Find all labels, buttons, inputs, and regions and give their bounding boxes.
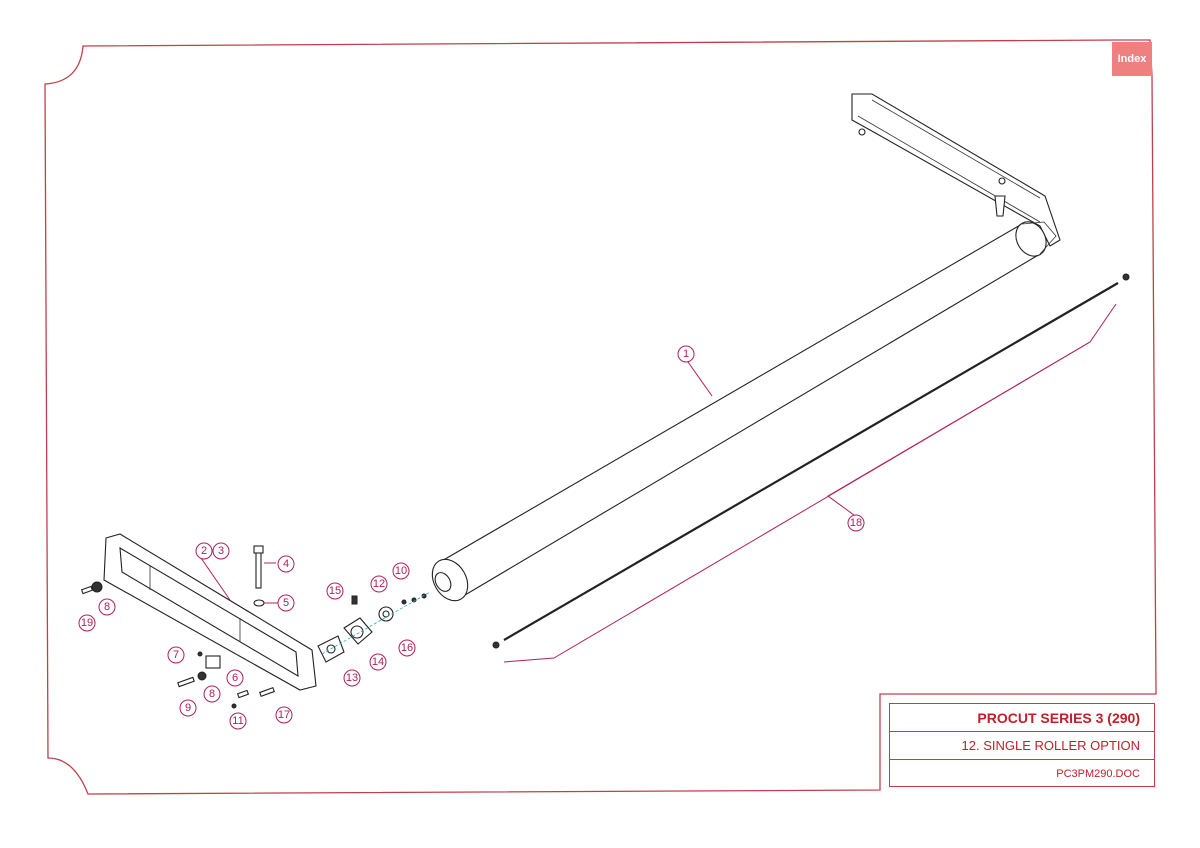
svg-text:10: 10 bbox=[395, 565, 407, 577]
callout-8a: 8 bbox=[98, 598, 116, 616]
svg-text:1: 1 bbox=[683, 348, 689, 360]
svg-text:9: 9 bbox=[185, 702, 191, 714]
callout-14: 14 bbox=[369, 653, 387, 671]
callout-9: 9 bbox=[179, 699, 197, 717]
leader-lines bbox=[200, 303, 1117, 663]
svg-text:8: 8 bbox=[209, 688, 215, 700]
svg-text:13: 13 bbox=[346, 672, 358, 684]
svg-text:17: 17 bbox=[278, 709, 290, 721]
title-block: PROCUT SERIES 3 (290) 12. SINGLE ROLLER … bbox=[889, 703, 1155, 787]
svg-text:7: 7 bbox=[173, 649, 179, 661]
svg-text:8: 8 bbox=[104, 601, 110, 613]
roller bbox=[431, 221, 1057, 602]
svg-text:15: 15 bbox=[329, 585, 341, 597]
svg-text:12: 12 bbox=[373, 578, 385, 590]
callout-2: 2 bbox=[195, 542, 213, 560]
svg-text:5: 5 bbox=[283, 597, 289, 609]
svg-text:14: 14 bbox=[372, 656, 384, 668]
callout-19: 19 bbox=[78, 614, 96, 632]
callout-17: 17 bbox=[275, 706, 293, 724]
callout-11: 11 bbox=[229, 712, 247, 730]
callout-13: 13 bbox=[343, 669, 361, 687]
drawing-border bbox=[44, 39, 1157, 795]
callout-3: 3 bbox=[212, 542, 230, 560]
callout-1: 1 bbox=[677, 345, 695, 363]
callout-10: 10 bbox=[392, 562, 410, 580]
svg-text:4: 4 bbox=[283, 558, 289, 570]
callout-12: 12 bbox=[370, 575, 388, 593]
callout-15: 15 bbox=[326, 582, 344, 600]
callout-7: 7 bbox=[167, 646, 185, 664]
drawing-title: PROCUT SERIES 3 (290) bbox=[890, 704, 1154, 732]
svg-text:19: 19 bbox=[81, 617, 93, 629]
end-plate bbox=[103, 533, 317, 691]
callout-16: 16 bbox=[398, 639, 416, 657]
bolt-part-4 bbox=[253, 545, 264, 589]
svg-text:6: 6 bbox=[232, 672, 238, 684]
drawing-subtitle: 12. SINGLE ROLLER OPTION bbox=[890, 732, 1154, 760]
callout-4: 4 bbox=[277, 555, 295, 573]
index-button[interactable]: Index bbox=[1112, 42, 1152, 76]
tie-rod bbox=[492, 273, 1130, 649]
bearing-assembly bbox=[317, 591, 431, 663]
callout-18: 18 bbox=[847, 514, 865, 532]
side-bracket bbox=[851, 93, 1061, 247]
svg-text:16: 16 bbox=[401, 642, 413, 654]
hardware-small bbox=[80, 581, 275, 709]
svg-text:11: 11 bbox=[232, 715, 243, 727]
svg-text:3: 3 bbox=[218, 545, 224, 557]
callout-8b: 8 bbox=[203, 685, 221, 703]
document-reference: PC3PM290.DOC bbox=[1056, 768, 1140, 780]
washer-part-5 bbox=[253, 599, 265, 607]
svg-text:18: 18 bbox=[850, 517, 862, 529]
callout-5: 5 bbox=[277, 594, 295, 612]
svg-text:2: 2 bbox=[201, 545, 207, 557]
callout-6: 6 bbox=[226, 669, 244, 687]
